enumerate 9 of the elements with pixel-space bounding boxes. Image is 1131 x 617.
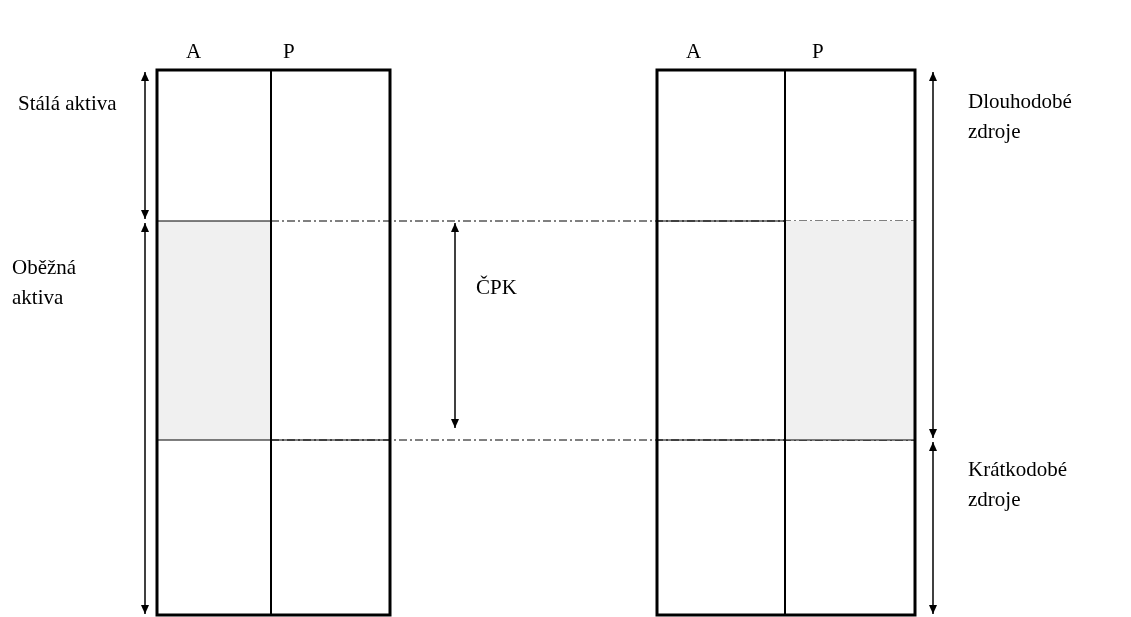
row-label: Krátkodobé zdroje [968, 456, 1069, 513]
column-heading: A [186, 38, 202, 65]
row-label: Oběžná aktiva [12, 254, 78, 311]
dimension-label: ČPK [476, 274, 517, 301]
row-label: Stálá aktiva [18, 90, 118, 117]
column-heading: P [283, 38, 295, 65]
column-heading: A [686, 38, 702, 65]
row-label: Dlouhodobé zdroje [968, 88, 1073, 145]
column-heading: P [812, 38, 824, 65]
